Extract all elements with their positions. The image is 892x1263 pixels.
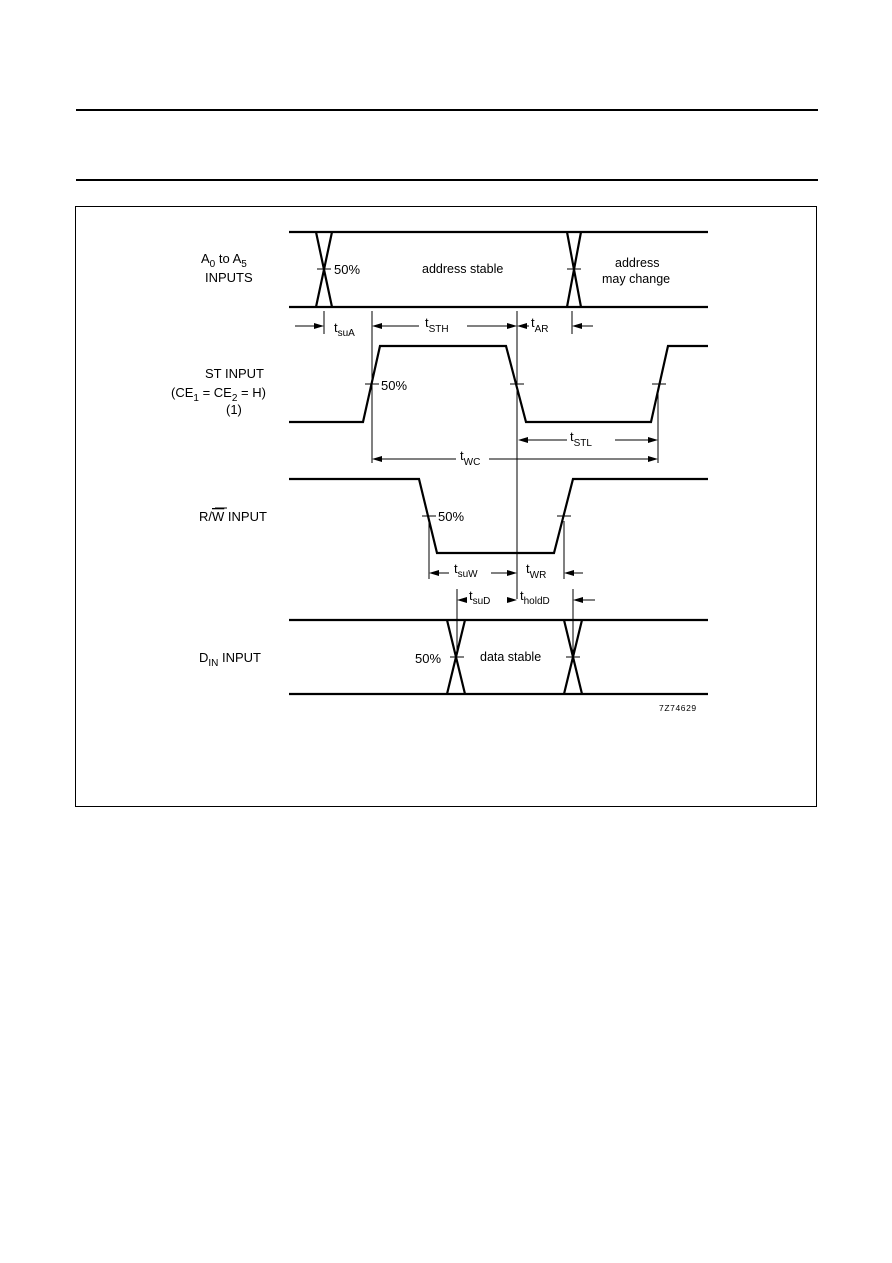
data-stable-label: data stable [480,650,541,664]
tAR-label: tAR [531,315,549,335]
timing-diagram-figure: A0 to A5 INPUTS 50% address stable addre… [75,206,817,807]
rw-threshold-label: 50% [438,509,464,524]
tSTH-label: tSTH [425,315,449,335]
tWR-label: tWR [526,561,546,581]
st-signal-note: (1) [226,402,242,417]
st-signal-label: ST INPUT [205,366,264,381]
address-stable-label: address stable [422,262,503,276]
address-waveform [289,230,708,309]
tSTL-dimension [518,389,659,463]
din-waveform [289,618,708,696]
din-signal-label: DIN INPUT [199,650,261,669]
tsuW-label: tsuW [454,561,478,580]
tSTL-label: tSTL [570,429,592,449]
tsuD-label: tsuD [469,588,490,607]
tWC-label: tWC [460,448,480,468]
timing-row-1 [295,311,593,599]
st-threshold-label: 50% [381,378,407,393]
timing-row-rw [428,521,583,579]
rw-signal-label: R/W INPUT [199,509,267,524]
st-waveform [289,344,708,424]
figure-code: 7Z74629 [659,703,697,713]
header-rule-bottom [76,179,818,181]
address-threshold-label: 50% [334,262,360,277]
address-signal-label-line2: INPUTS [205,270,253,285]
address-may-change-label: address [615,256,659,270]
st-signal-condition: (CE1 = CE2 = H) [171,385,266,404]
address-signal-label: A0 to A5 [201,251,247,270]
tWC-dimension [372,456,658,462]
timing-diagram: A0 to A5 INPUTS 50% address stable addre… [171,230,708,713]
header-rule-top [76,109,818,111]
din-threshold-label: 50% [415,651,441,666]
tsuA-label: tsuA [334,320,355,339]
tholdD-label: tholdD [520,588,550,607]
address-may-change-label-2: may change [602,272,670,286]
rw-waveform [289,477,708,555]
